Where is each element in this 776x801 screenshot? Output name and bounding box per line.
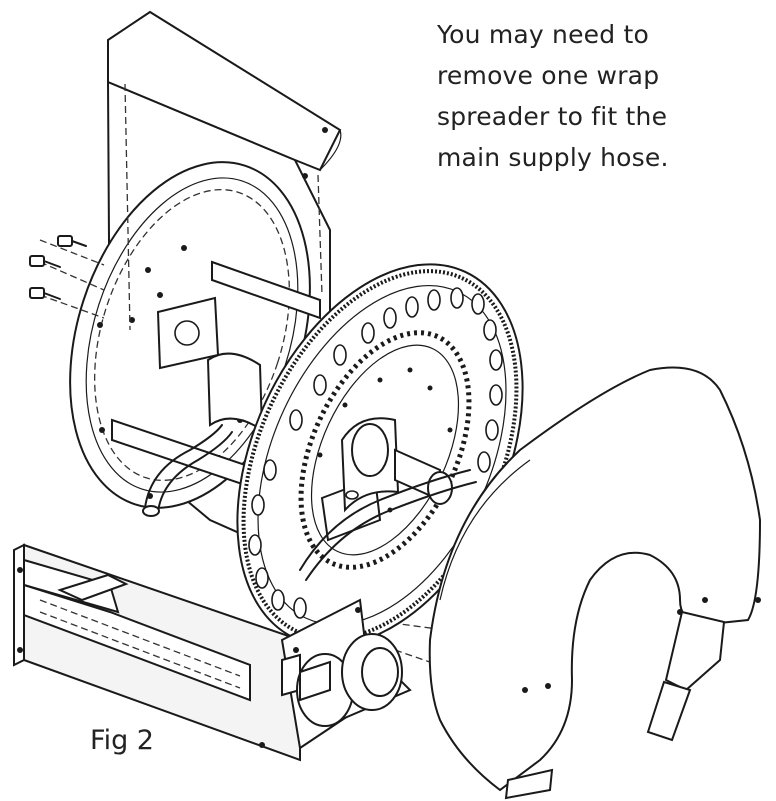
base-frame <box>13 543 301 762</box>
instruction-line-4: main supply hose. <box>437 143 669 172</box>
drum-spacers <box>111 260 321 517</box>
main-supply-hose <box>299 469 477 581</box>
instruction-line-1: You may need to <box>437 20 649 49</box>
lightening-holes <box>248 287 503 619</box>
bearing-plate <box>280 598 412 750</box>
instruction-note: You may need to remove one wrap spreader… <box>437 14 767 178</box>
center-hub <box>320 417 453 542</box>
figure-label: Fig 2 <box>90 725 154 756</box>
right-side-guard <box>428 366 762 800</box>
mounting-bolts <box>29 235 87 300</box>
instruction-line-3: spreader to fit the <box>437 102 668 131</box>
instruction-line-2: remove one wrap <box>437 61 660 90</box>
